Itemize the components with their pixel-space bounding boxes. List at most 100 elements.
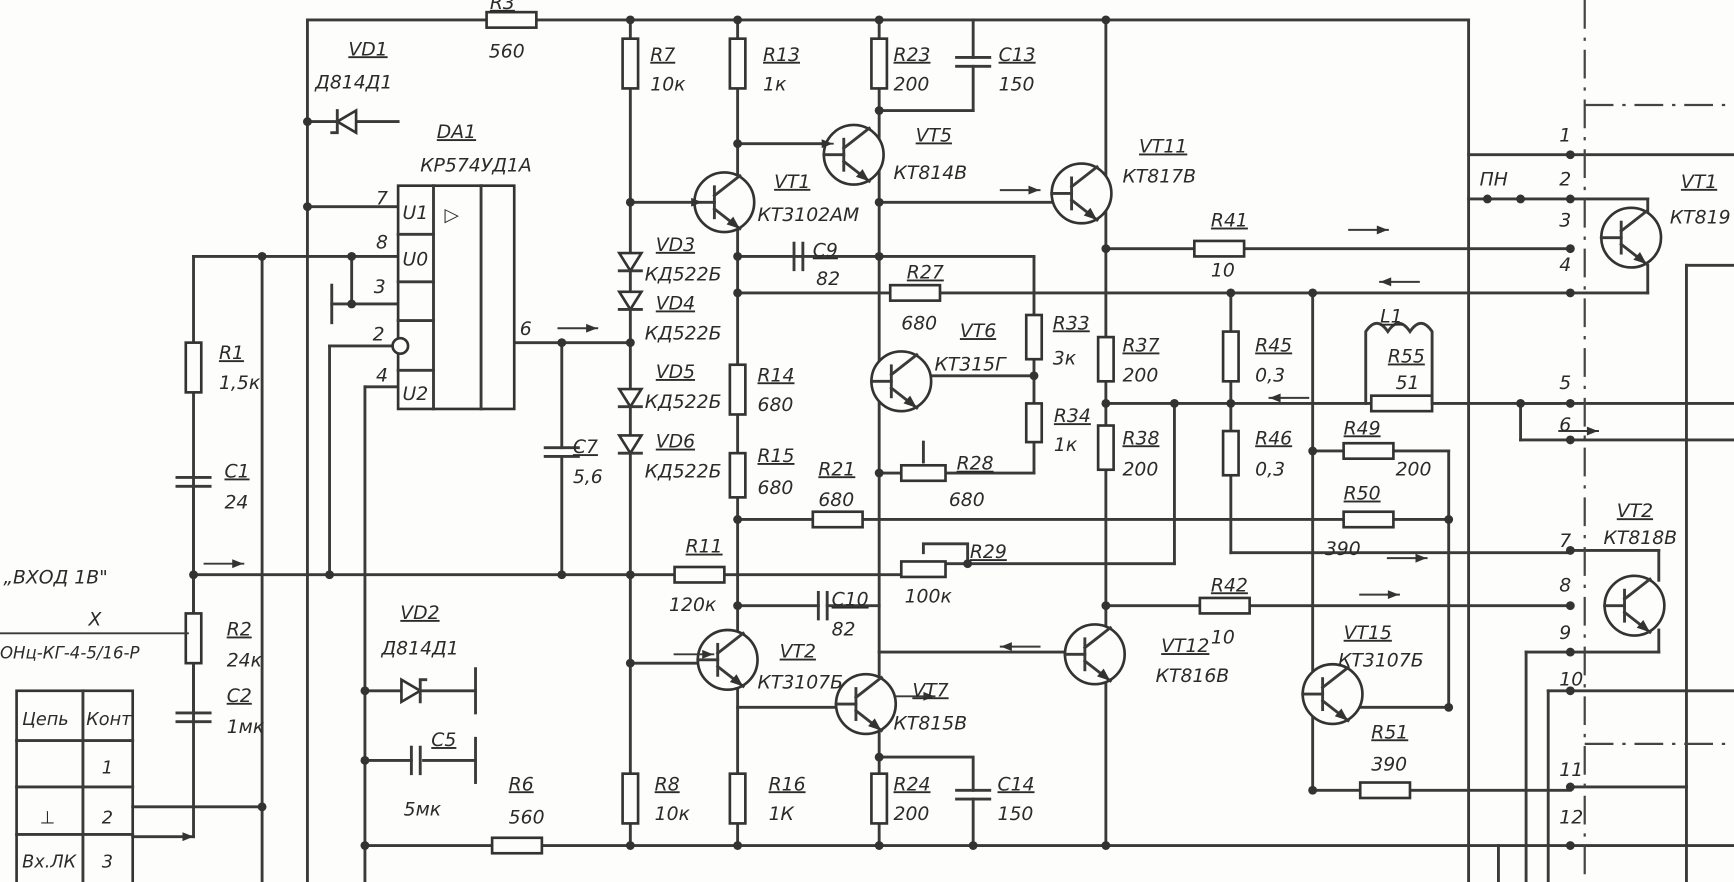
junction-node	[1226, 399, 1236, 408]
r1-value-label: 1,5к	[219, 373, 261, 394]
c9-ref-label: C9	[813, 240, 838, 261]
junction-node	[303, 117, 312, 126]
signal-arrow-head	[691, 197, 703, 207]
r6-resistor	[490, 836, 544, 855]
vt12-collector	[1082, 625, 1113, 650]
r51-resistor	[1358, 781, 1412, 800]
vt1r-value-label: КТ819	[1670, 207, 1731, 228]
vt6-ref-label: VT6	[960, 321, 996, 342]
r41-value-label: 10	[1211, 260, 1235, 281]
r16-resistor	[728, 772, 747, 825]
junction-node	[874, 468, 884, 478]
junction-node	[733, 841, 743, 850]
junction-node	[1170, 399, 1179, 408]
r3-resistor	[485, 10, 538, 29]
vd5-diode	[616, 387, 644, 410]
vd2-ref-label: VD2	[400, 603, 439, 624]
junction-node	[733, 252, 743, 261]
r27-ref-label: R27	[907, 263, 944, 284]
r15-value-label: 680	[758, 478, 794, 499]
junction-node	[874, 752, 884, 762]
table-header-circuit: Цепь	[22, 710, 69, 730]
vt15-collector	[1320, 665, 1351, 690]
r13-resistor	[728, 37, 747, 90]
r29-value-label: 100к	[905, 586, 953, 607]
r8-ref-label: R8	[655, 774, 680, 795]
signal-arrow-head	[1000, 642, 1012, 651]
pin-7: 7	[376, 188, 388, 209]
table-cell: 2	[102, 808, 113, 828]
c1-ref-label: C1	[224, 461, 249, 482]
r2-value-label: 24к	[227, 650, 263, 671]
terminal-number: 3	[1559, 211, 1571, 232]
junction-node	[733, 601, 743, 611]
r37-ref-label: R37	[1122, 335, 1159, 356]
junction-node	[1565, 150, 1575, 160]
vt12-emitter-arrow	[1097, 668, 1111, 681]
junction-node	[1308, 288, 1318, 298]
terminal-number: 5	[1559, 373, 1571, 394]
junction-node	[874, 841, 884, 850]
vt6-collector	[889, 352, 919, 377]
r50-resistor	[1342, 510, 1395, 529]
vt1-ref-label: VT1	[774, 172, 810, 193]
r33-ref-label: R33	[1053, 313, 1090, 334]
vd1-zener-diode	[334, 108, 358, 135]
junction-node	[1565, 244, 1575, 254]
vt1-out-collector	[1619, 209, 1649, 234]
vt15-emitter-arrow	[1334, 708, 1349, 721]
vd6-diode	[616, 434, 644, 456]
r55-value-label: 51	[1396, 373, 1420, 394]
pin-u1: U1	[403, 203, 429, 224]
r29-wiper	[921, 542, 970, 566]
r38-ref-label: R38	[1122, 428, 1159, 449]
pin-8: 8	[376, 233, 388, 254]
r33-value-label: 3к	[1053, 349, 1077, 370]
c13-value-label: 150	[999, 75, 1035, 96]
table-cell: Вх.ЛК	[22, 853, 78, 873]
junction-node	[557, 570, 567, 580]
r3-value-label: 560	[489, 41, 525, 62]
c10-ref-label: C10	[832, 590, 869, 611]
junction-node	[625, 658, 635, 668]
r41-ref-label: R41	[1211, 211, 1248, 232]
junction-node	[1565, 288, 1575, 298]
junction-node	[325, 570, 334, 580]
vt2-value-label: КТ3107Б	[758, 673, 844, 694]
vt2r-ref-label: VT2	[1617, 501, 1653, 522]
r23-ref-label: R23	[894, 45, 931, 66]
junction-node	[963, 559, 973, 569]
junction-node	[1565, 546, 1575, 555]
r24-ref-label: R24	[894, 774, 931, 795]
r11-ref-label: R11	[686, 537, 723, 558]
c7-value-label: 5,6	[573, 467, 603, 488]
junction-node	[1029, 371, 1039, 381]
signal-arrow-head	[702, 649, 714, 659]
pin-4: 4	[376, 365, 388, 386]
vt1-value-label: КТ3102АМ	[758, 205, 860, 226]
r13-ref-label: R13	[763, 45, 800, 66]
r1-ref-label: R1	[219, 343, 244, 364]
r21-value-label: 680	[818, 490, 854, 511]
junction-node	[625, 570, 635, 580]
vd5-value-label: КД522Б	[645, 392, 722, 413]
pin-u2: U2	[403, 384, 429, 405]
connector-type: ОНц-КГ-4-5/16-Р	[0, 644, 140, 663]
junction-node	[1308, 785, 1318, 795]
opamp-triangle-icon: ▷	[445, 205, 460, 226]
component-labels: R3560VD1Д814Д1DA1КР574УД1АR710кR131кR232…	[219, 0, 1731, 828]
junction-node	[625, 15, 635, 25]
da1-value-label: КР574УД1А	[420, 155, 531, 176]
junction-node	[1565, 194, 1575, 204]
table-cell: 3	[102, 853, 113, 873]
signal-arrow-head	[1415, 553, 1427, 563]
r46-ref-label: R46	[1255, 428, 1292, 449]
junction-node	[1101, 15, 1111, 25]
r45-resistor	[1221, 330, 1240, 383]
junction-node	[733, 515, 743, 524]
r8-value-label: 10к	[655, 804, 691, 825]
signal-arrow-head	[1269, 393, 1281, 403]
junction-node	[625, 338, 635, 348]
terminal-number: 1	[1559, 125, 1571, 146]
